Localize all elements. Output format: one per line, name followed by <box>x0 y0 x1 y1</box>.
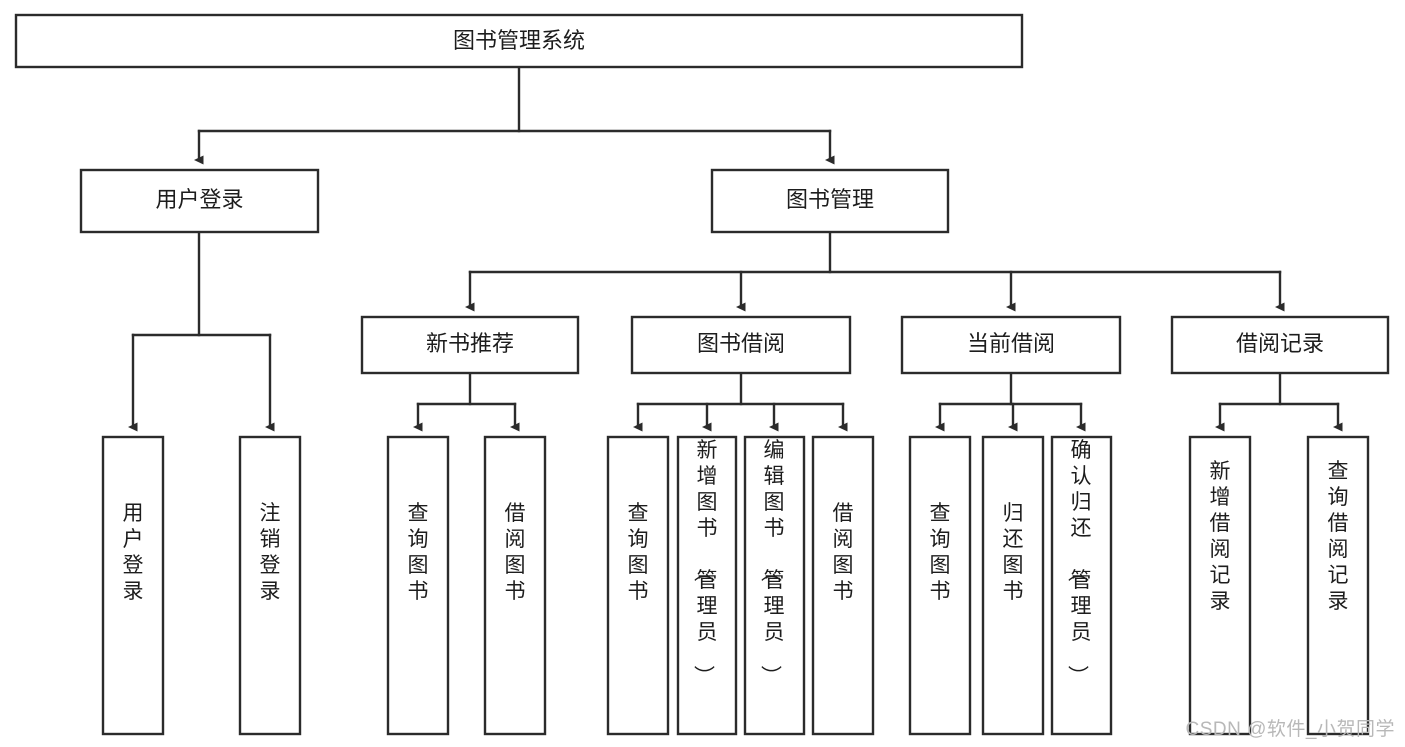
node-leaf-add-book-admin[interactable]: 新增图书（管理员） <box>676 435 738 736</box>
edge-group-book-borrow <box>633 371 848 432</box>
node-leaf-borrow-book-2-box[interactable] <box>811 435 875 736</box>
node-current-borrow-label: 当前借阅 <box>967 331 1055 356</box>
node-leaf-confirm-return-admin-box[interactable] <box>1050 435 1113 736</box>
node-leaf-borrow-book-1[interactable]: 借阅图书 <box>483 435 547 736</box>
node-book-borrow[interactable]: 图书借阅 <box>630 315 852 375</box>
node-book-manage[interactable]: 图书管理 <box>710 168 950 234</box>
node-current-borrow-box[interactable] <box>900 315 1122 375</box>
node-leaf-edit-book-admin[interactable]: 编辑图书（管理员） <box>743 435 806 736</box>
node-leaf-return-book[interactable]: 归还图书 <box>981 435 1045 736</box>
node-book-borrow-box[interactable] <box>630 315 852 375</box>
node-leaf-add-book-admin-label: 新增图书（管理员） <box>692 439 718 686</box>
node-user-login[interactable]: 用户登录 <box>79 168 320 234</box>
node-leaf-user-login-box[interactable] <box>101 435 165 736</box>
node-new-book-recommend[interactable]: 新书推荐 <box>360 315 580 375</box>
node-leaf-borrow-book-1-box[interactable] <box>483 435 547 736</box>
node-leaf-user-login[interactable]: 用户登录 <box>101 435 165 736</box>
node-book-manage-box[interactable] <box>710 168 950 234</box>
node-new-book-recommend-box[interactable] <box>360 315 580 375</box>
node-leaf-query-book-2-label: 查询图书 <box>628 502 649 603</box>
node-leaf-confirm-return-admin-label: 确认归还（管理员） <box>1066 439 1092 686</box>
node-leaf-query-book-3[interactable]: 查询图书 <box>908 435 972 736</box>
node-current-borrow[interactable]: 当前借阅 <box>900 315 1122 375</box>
edge-group-book-manage <box>465 230 1285 312</box>
node-book-manage-label: 图书管理 <box>786 187 874 212</box>
node-leaf-add-borrow-record[interactable]: 新增借阅记录 <box>1188 435 1252 736</box>
node-leaf-add-borrow-record-box[interactable] <box>1188 435 1252 736</box>
node-leaf-query-book-1[interactable]: 查询图书 <box>386 435 450 736</box>
node-root-box[interactable] <box>14 13 1024 69</box>
node-root[interactable]: 图书管理系统 <box>14 13 1024 69</box>
node-leaf-return-book-label: 归还图书 <box>1003 502 1024 603</box>
node-borrow-record-label: 借阅记录 <box>1236 331 1324 356</box>
edge-group-current-borrow <box>935 371 1086 432</box>
node-leaf-add-book-admin-box[interactable] <box>676 435 738 736</box>
node-leaf-query-borrow-record[interactable]: 查询借阅记录 <box>1306 435 1370 736</box>
node-borrow-record-box[interactable] <box>1170 315 1390 375</box>
node-leaf-edit-book-admin-label: 编辑图书（管理员） <box>759 439 785 686</box>
node-book-borrow-label: 图书借阅 <box>697 331 785 356</box>
edge-group-borrow-record <box>1215 371 1343 432</box>
node-root-label: 图书管理系统 <box>453 28 585 53</box>
node-leaf-edit-book-admin-box[interactable] <box>743 435 806 736</box>
node-user-login-label: 用户登录 <box>155 187 243 212</box>
node-leaf-borrow-book-2-label: 借阅图书 <box>833 502 854 603</box>
node-leaf-query-book-2-box[interactable] <box>606 435 670 736</box>
node-leaf-return-book-box[interactable] <box>981 435 1045 736</box>
node-leaf-query-book-1-box[interactable] <box>386 435 450 736</box>
node-leaf-add-borrow-record-label: 新增借阅记录 <box>1210 460 1231 613</box>
edge-group-new-book-recommend <box>413 371 520 432</box>
edge-group-root <box>194 65 835 165</box>
node-leaf-borrow-book-2[interactable]: 借阅图书 <box>811 435 875 736</box>
node-leaf-user-login-label: 用户登录 <box>123 502 144 603</box>
node-leaf-borrow-book-1-label: 借阅图书 <box>505 502 526 603</box>
node-leaf-logout-login[interactable]: 注销登录 <box>238 435 302 736</box>
node-leaf-logout-login-box[interactable] <box>238 435 302 736</box>
edge-group-user-login <box>128 230 275 432</box>
node-leaf-confirm-return-admin[interactable]: 确认归还（管理员） <box>1050 435 1113 736</box>
node-leaf-query-book-3-label: 查询图书 <box>930 502 951 603</box>
node-leaf-query-borrow-record-box[interactable] <box>1306 435 1370 736</box>
node-leaf-logout-login-label: 注销登录 <box>260 502 281 603</box>
node-leaf-query-book-2[interactable]: 查询图书 <box>606 435 670 736</box>
node-new-book-recommend-label: 新书推荐 <box>426 331 514 356</box>
node-leaf-query-book-3-box[interactable] <box>908 435 972 736</box>
node-leaf-query-book-1-label: 查询图书 <box>408 502 429 603</box>
node-user-login-box[interactable] <box>79 168 320 234</box>
node-borrow-record[interactable]: 借阅记录 <box>1170 315 1390 375</box>
node-leaf-query-borrow-record-label: 查询借阅记录 <box>1328 460 1349 613</box>
